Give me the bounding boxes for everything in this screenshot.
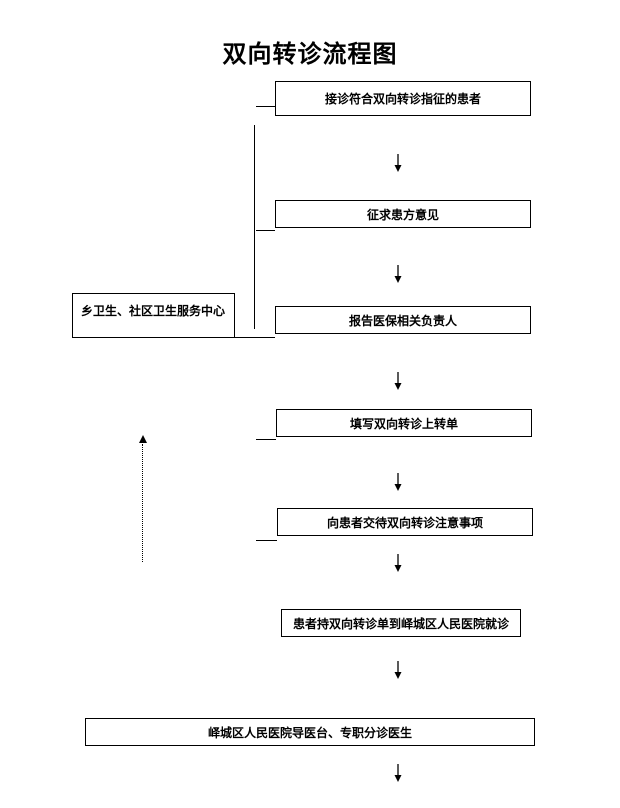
bracket-tick-1	[256, 106, 275, 107]
step-box-7: 峄城区人民医院导医台、专职分诊医生	[85, 718, 535, 746]
bracket-connector-to-side-box	[235, 337, 275, 338]
step-box-4: 填写双向转诊上转单	[276, 409, 532, 437]
bracket-vertical-line	[254, 125, 255, 329]
step-box-6: 患者持双向转诊单到峄城区人民医院就诊	[281, 609, 521, 637]
bracket-tick-4	[256, 439, 276, 440]
arrow-down-icon	[394, 473, 402, 491]
arrow-down-icon	[394, 764, 402, 782]
bracket-tick-2	[256, 230, 275, 231]
step-box-1: 接诊符合双向转诊指征的患者	[275, 81, 531, 116]
step-box-2: 征求患方意见	[275, 200, 531, 228]
arrow-down-icon	[394, 661, 402, 679]
arrow-down-icon	[394, 154, 402, 172]
arrow-down-icon	[394, 554, 402, 572]
arrow-down-icon	[394, 372, 402, 390]
side-box-community-center: 乡卫生、社区卫生服务中心	[72, 293, 235, 338]
step-box-3: 报告医保相关负责人	[275, 306, 531, 334]
return-arrow-up-icon	[139, 435, 147, 443]
arrow-down-icon	[394, 265, 402, 283]
step-box-5: 向患者交待双向转诊注意事项	[277, 508, 533, 536]
page-title: 双向转诊流程图	[222, 39, 398, 68]
bracket-tick-5	[256, 540, 277, 541]
return-dotted-line	[142, 444, 143, 562]
